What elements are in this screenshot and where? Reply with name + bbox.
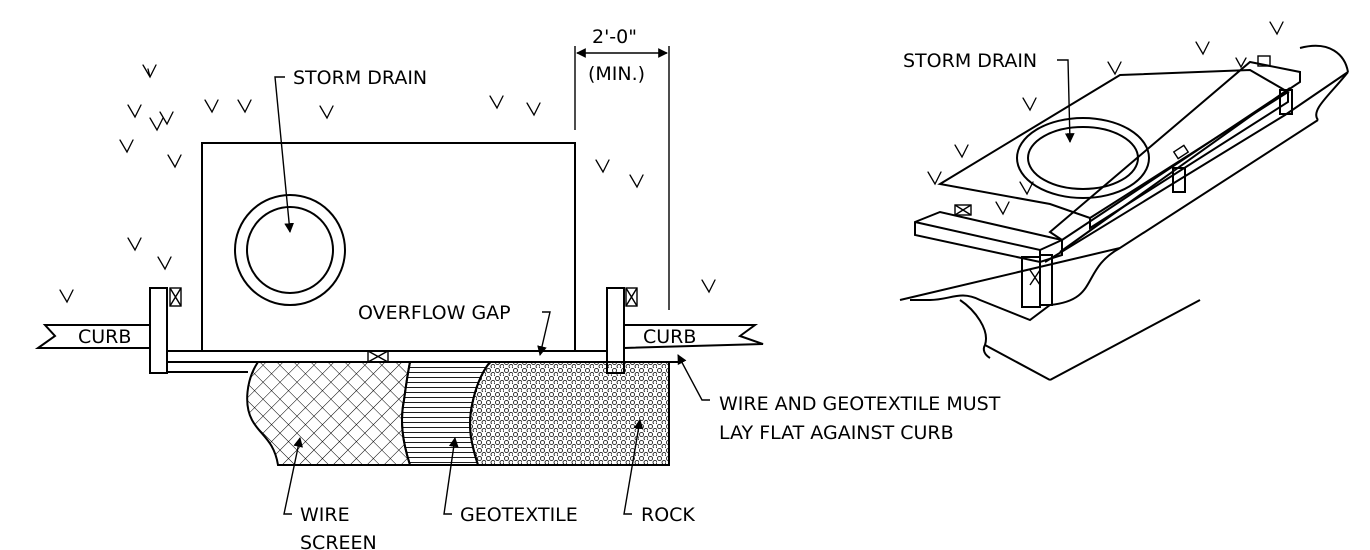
rail-board — [1048, 60, 1301, 242]
rock-label: ROCK — [641, 504, 695, 526]
geotextile-leader — [443, 437, 459, 515]
storm-drain-leader — [274, 76, 295, 233]
curb-label-left: CURB — [78, 326, 131, 348]
curb-face — [910, 247, 1121, 322]
post-left — [149, 287, 168, 374]
board-end-cross-icon — [169, 287, 182, 307]
wire-screen-label-line1: WIRE — [300, 504, 350, 526]
drain-opening-outer — [1016, 117, 1150, 199]
curb-right — [623, 324, 764, 349]
dimension-note: (MIN.) — [588, 63, 645, 85]
section-view: STORM DRAIN 2'-0" (MIN.) CURB CURB — [34, 26, 1001, 550]
post-right — [606, 287, 625, 374]
curb-note-line1: WIRE AND GEOTEXTILE MUST — [719, 393, 1001, 415]
curb-left — [34, 324, 150, 349]
grass-tuft-icon — [927, 21, 1284, 216]
curb-note-line2: LAY FLAT AGAINST CURB — [719, 422, 954, 444]
wire-screen-leader — [283, 437, 303, 515]
wire-screen-label-line2: SCREEN — [300, 532, 377, 550]
grass-tuft-icon — [59, 64, 716, 304]
overflow-gap-label: OVERFLOW GAP — [358, 302, 511, 324]
rock-section — [469, 361, 670, 466]
isometric-view: STORM DRAIN — [899, 21, 1349, 381]
overflow-gap-leader — [537, 311, 551, 356]
storm-drain-label-right: STORM DRAIN — [903, 50, 1037, 72]
storm-drain-pipe-inner — [246, 206, 334, 294]
cross-board — [914, 210, 1063, 264]
wire-screen-section — [246, 361, 412, 466]
geotextile-label: GEOTEXTILE — [460, 504, 578, 526]
drain-opening-inner — [1027, 126, 1139, 190]
dimension-value: 2'-0" — [592, 26, 637, 48]
storm-drain-label-left: STORM DRAIN — [293, 67, 427, 89]
rock-leader — [623, 419, 644, 515]
curb-note-leader — [677, 354, 710, 401]
storm-drain-pipe-outer — [234, 194, 346, 306]
curb-label-right: CURB — [643, 326, 696, 348]
